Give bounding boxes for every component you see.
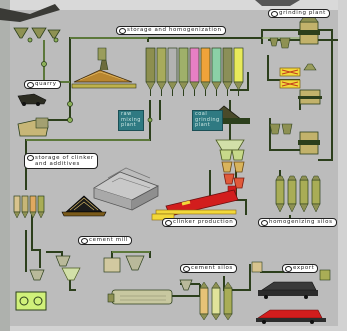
label-raw-mixing-plant: raw mixing plant [118,110,144,131]
raw-mixing-plant-line3: plant [121,122,137,128]
storage-silo [222,47,233,83]
label-cement-silos: cement silos [180,264,237,273]
coal-grinding-line3: plant [195,122,211,128]
label-export-text: export [293,265,315,271]
label-cement-silos-text: cement silos [191,265,233,271]
raw-mixing-plant-line1: raw [121,111,132,117]
label-bullet-icon [27,82,34,88]
export-vehicles [251,261,331,324]
storage-silo-cone [233,81,244,91]
storage-silo-cone [167,81,178,91]
storage-silo [156,47,167,83]
coal-grinding-line1: coal [195,111,208,117]
homogenizing-silo-row [275,175,321,213]
label-bullet-icon [183,266,190,272]
storage-silo-cone [222,81,233,91]
label-storage-homogenization: storage and homogenization [116,26,226,35]
label-cement-mill-text: cement mill [89,237,129,243]
label-quarry: quarry [24,80,61,89]
storage-clinker-line2: and additives [35,161,80,167]
label-homogenizing-silos-text: homogenizing silos [269,219,333,225]
homogenization-silo-row [145,47,244,96]
raw-mixing-plant-line2: mixing [121,116,141,123]
raw-storage-dome [71,47,137,89]
label-clinker-production-text: clinker production [173,219,234,225]
grinding-plant [269,13,322,155]
storage-silo [189,47,200,83]
label-quarry-text: quarry [35,81,57,87]
label-export: export [282,264,319,273]
label-bullet-icon [119,28,126,34]
label-grinding-plant: grinding plant [268,9,330,18]
storage-silo [145,47,156,83]
storage-silo-cone [189,81,200,91]
top-conveyor-detail [255,0,300,6]
label-clinker-production: clinker production [162,218,238,227]
additive-silos [13,195,45,219]
label-cement-mill: cement mill [78,236,133,245]
label-bullet-icon [165,220,172,226]
storage-silo [200,47,211,83]
cement-mill-equipment [15,255,193,311]
storage-silo-cone [200,81,211,91]
storage-silo [178,47,189,83]
label-bullet-icon [271,11,278,17]
label-bullet-icon [81,238,88,244]
label-coal-grinding-plant: coal grinding plant [192,110,223,131]
label-bullet-icon [261,220,268,226]
label-storage-homogenization-text: storage and homogenization [127,27,222,33]
storage-silo [167,47,178,83]
storage-silo [233,47,244,83]
top-left-machinery [0,4,60,22]
label-bullet-icon [285,266,292,272]
storage-silo-cone [178,81,189,91]
label-bullet-icon [27,155,34,161]
storage-silo-cone [211,81,222,91]
preheater-tower [215,139,245,195]
clinker-storage-sheds [93,167,159,211]
storage-clinker-line1: storage of clinker [35,155,94,161]
feed-hoppers [13,27,61,39]
quarry-equipment [17,93,49,137]
coal-grinding-line2: grinding [195,116,220,123]
label-grinding-plant-text: grinding plant [279,10,326,16]
cement-silo-row [199,281,233,321]
clinker-dome [61,195,107,217]
label-homogenizing-silos: homogenizing silos [258,218,337,227]
storage-silo-cone [145,81,156,91]
storage-silo [211,47,222,83]
storage-silo-cone [156,81,167,91]
